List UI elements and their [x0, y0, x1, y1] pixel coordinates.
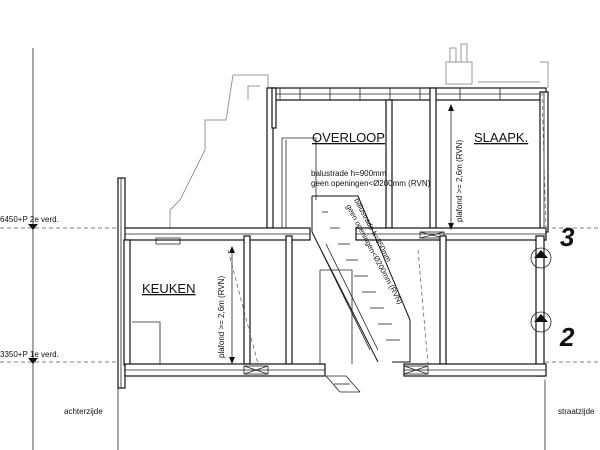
marker-3-arrow-icon: [534, 250, 548, 258]
level-marker-2e-icon: [28, 224, 38, 230]
dimension-lines: [229, 104, 454, 364]
upper-walls: [266, 87, 549, 233]
section-markers: [530, 247, 552, 333]
annotation-openingen-2: geen openingen<Ø200mm (RVN): [344, 203, 405, 306]
room-label-overloop: OVERLOOP: [312, 130, 385, 145]
level-lines: [0, 224, 600, 364]
left-wall: [117, 177, 131, 389]
level-label-1e: 3350+P 1e verd.: [0, 350, 59, 359]
level-label-2e: 6450+P 2e verd.: [0, 215, 59, 224]
section-number-3: 3: [560, 222, 575, 252]
floor-1e: [124, 363, 547, 377]
annotation-plafond-slaapk: plafond >= 2,6m (RVN): [455, 140, 464, 222]
annotation-openingen-1: geen openingen<Ø200mm (RVN): [311, 179, 431, 188]
neighbour-outline: [169, 43, 549, 228]
roof-slab: [267, 87, 547, 101]
marker-2-arrow-icon: [534, 314, 548, 322]
room-label-keuken: KEUKEN: [142, 281, 195, 296]
middle-walls: [132, 91, 547, 377]
annotation-balustrade-900: balustrade h=900mm: [311, 169, 387, 178]
room-label-slaapk: SLAAPK.: [474, 130, 528, 145]
marker-2-circle: [530, 311, 552, 333]
frame-lines: [32, 48, 546, 450]
side-label-achterzijde: achterzijde: [64, 407, 103, 416]
side-label-straatzijde: straatzijde: [558, 407, 595, 416]
marker-3-circle: [530, 247, 552, 269]
floor-2e: [121, 227, 547, 245]
section-number-2: 2: [559, 322, 575, 352]
level-marker-1e-icon: [28, 358, 38, 364]
staircase: [311, 195, 411, 393]
annotation-plafond-keuken: plafond >= 2,6m (RVN): [217, 276, 226, 358]
